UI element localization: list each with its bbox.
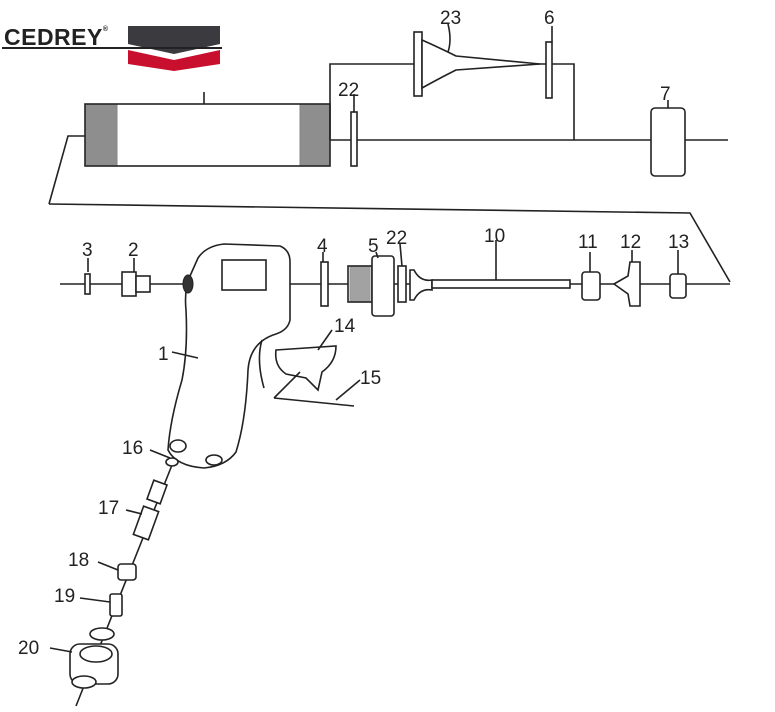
nozzle-leader xyxy=(329,63,575,140)
part-18-nut xyxy=(117,563,137,581)
label-23: 23 xyxy=(440,8,461,29)
label-2: 2 xyxy=(128,240,139,261)
label-6: 6 xyxy=(544,8,555,29)
part-13-nut xyxy=(669,273,687,299)
part-12-cup xyxy=(612,261,641,307)
part-22-upper xyxy=(350,111,358,167)
logo-red-chevron xyxy=(128,50,220,71)
label-20: 20 xyxy=(18,638,39,659)
label-12: 12 xyxy=(620,232,641,253)
barrel-tube xyxy=(84,92,331,167)
label-10: 10 xyxy=(484,226,505,247)
part-10-rod xyxy=(409,269,571,301)
part-7-cylinder xyxy=(650,107,686,177)
label-15: 15 xyxy=(360,368,381,389)
label-14: 14 xyxy=(334,316,356,337)
label-5: 5 xyxy=(368,236,379,257)
part-17-valve xyxy=(132,479,169,541)
assembly-frame-lower xyxy=(48,203,731,283)
label-19: 19 xyxy=(54,586,75,607)
label-11: 11 xyxy=(578,232,598,253)
part-5-housing xyxy=(347,255,395,317)
part-20-inlet xyxy=(69,627,119,689)
assembly-frame xyxy=(48,135,85,205)
label-22a: 22 xyxy=(338,80,359,101)
brand-name: CEDREY® xyxy=(4,24,109,50)
brand-logo xyxy=(2,26,222,71)
label-3: 3 xyxy=(82,240,93,261)
part-15-pin xyxy=(273,371,355,407)
part-16-seal xyxy=(165,457,179,467)
label-16: 16 xyxy=(122,438,143,459)
label-22b: 22 xyxy=(386,228,407,249)
leader-lines xyxy=(49,23,679,653)
part-4-washer xyxy=(320,261,329,307)
part-14-trigger xyxy=(258,339,337,392)
label-17: 17 xyxy=(98,498,119,519)
label-4: 4 xyxy=(317,236,328,257)
logo-dark-chevron xyxy=(128,26,220,54)
label-13: 13 xyxy=(668,232,689,253)
callout-labels: 1 2 3 4 5 22 10 11 12 13 14 15 16 17 18 … xyxy=(18,8,689,659)
part-6-washer xyxy=(545,41,553,99)
label-7: 7 xyxy=(660,84,671,105)
part-2-plug xyxy=(121,271,151,297)
part-22-lower xyxy=(397,265,407,303)
part-11-nut xyxy=(581,271,601,301)
part-1-gun-body xyxy=(167,243,291,469)
part-23-nozzle xyxy=(413,31,541,97)
label-18: 18 xyxy=(68,550,89,571)
label-1: 1 xyxy=(158,344,169,365)
part-19-spring xyxy=(109,593,123,617)
part-3-ring xyxy=(84,273,91,295)
